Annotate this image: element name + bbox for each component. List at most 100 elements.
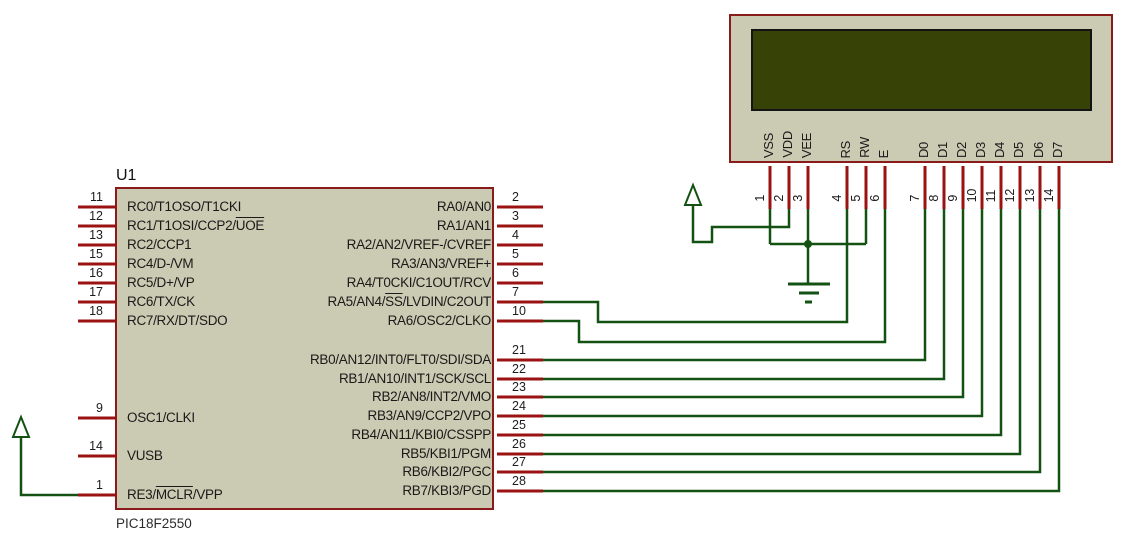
pin-label-re3-mclr: RE3/MCLR/VPP xyxy=(127,487,223,502)
lcd-screen[interactable] xyxy=(751,29,1092,111)
lcd-label-d1: D1 xyxy=(935,141,950,158)
lcd-pin-number-10[interactable]: 10 xyxy=(965,188,979,202)
pin-label-rb4: RB4/AN11/KBI0/CSSPP xyxy=(351,427,491,442)
pic-left-pin-stubs[interactable] xyxy=(78,205,117,497)
lcd-label-vss: VSS xyxy=(761,132,776,158)
lcd-label-vee: VEE xyxy=(799,132,814,158)
pin-number-2[interactable]: 2 xyxy=(512,190,519,204)
lcd-pin-number-12[interactable]: 12 xyxy=(1003,188,1017,202)
wire-d3[interactable] xyxy=(543,206,984,418)
pin-number-18[interactable]: 18 xyxy=(89,304,103,318)
pin-label-ra3: RA3/AN3/VREF+ xyxy=(390,256,491,271)
pin-number-12[interactable]: 12 xyxy=(89,209,103,223)
pin-number-15[interactable]: 15 xyxy=(89,247,103,261)
pin-label-rc0: RC0/T1OSO/T1CKI xyxy=(127,199,242,214)
lcd-pin-number-7[interactable]: 7 xyxy=(908,195,922,202)
power-symbol-vdd[interactable] xyxy=(683,182,791,244)
ground-net[interactable] xyxy=(768,208,868,304)
pin-number-14[interactable]: 14 xyxy=(89,439,103,453)
pin-number-17[interactable]: 17 xyxy=(89,285,103,299)
lcd-pin-number-2[interactable]: 2 xyxy=(772,195,786,202)
pic-mcu-body[interactable] xyxy=(115,187,494,510)
pic-part-number: PIC18F2550 xyxy=(116,516,192,531)
pin-number-13[interactable]: 13 xyxy=(89,228,103,242)
pin-label-rb7: RB7/KBI3/PGD xyxy=(402,483,491,498)
pin-label-rb3: RB3/AN9/CCP2/VPO xyxy=(367,408,492,423)
pin-label-rb6: RB6/KBI2/PGC xyxy=(402,464,491,479)
wire-ground xyxy=(768,208,868,284)
pin-number-21[interactable]: 21 xyxy=(512,343,526,357)
wire-d7[interactable] xyxy=(543,206,1061,493)
power-symbol-left[interactable] xyxy=(11,414,79,497)
wire-e[interactable] xyxy=(543,206,887,344)
lcd-pin-number-14[interactable]: 14 xyxy=(1042,188,1056,202)
wire-d2[interactable] xyxy=(543,206,965,399)
pin-number-10[interactable]: 10 xyxy=(512,304,526,318)
wire-vdd xyxy=(691,205,791,244)
pic-right-pin-stubs[interactable] xyxy=(497,205,543,493)
pin-number-7[interactable]: 7 xyxy=(512,285,519,299)
pic-reference: U1 xyxy=(116,167,137,184)
lcd-pin-number-1[interactable]: 1 xyxy=(753,195,767,202)
pin-number-25[interactable]: 25 xyxy=(512,418,526,432)
lcd-pin-number-11[interactable]: 11 xyxy=(984,189,998,202)
lcd-label-e: E xyxy=(876,149,891,158)
pin-label-ra1: RA1/AN1 xyxy=(436,218,491,233)
lcd-label-rw: RW xyxy=(857,137,872,158)
pin-label-rc1: RC1/T1OSI/CCP2/UOE xyxy=(127,218,265,233)
pin-number-3[interactable]: 3 xyxy=(512,209,519,223)
wire-d1[interactable] xyxy=(543,206,946,381)
lcd-pin-number-4[interactable]: 4 xyxy=(830,195,844,202)
pin-number-23[interactable]: 23 xyxy=(512,380,526,394)
pin-label-vusb: VUSB xyxy=(127,448,163,463)
wire-d6[interactable] xyxy=(543,206,1042,474)
pin-label-rc4: RC4/D-/VM xyxy=(127,256,194,271)
lcd-label-vdd: VDD xyxy=(780,131,795,158)
pin-label-rb1: RB1/AN10/INT1/SCK/SCL xyxy=(338,371,491,386)
lcd-pin-number-5[interactable]: 5 xyxy=(849,195,863,202)
pin-number-11[interactable]: 11 xyxy=(90,190,103,204)
pin-number-9[interactable]: 9 xyxy=(96,401,103,415)
pin-number-5[interactable]: 5 xyxy=(512,247,519,261)
lcd-label-rs: RS xyxy=(838,140,853,158)
pin-number-4[interactable]: 4 xyxy=(512,228,519,242)
pin-label-rc5: RC5/D+/VP xyxy=(127,275,195,290)
pin-label-ra6: RA6/OSC2/CLKO xyxy=(387,313,492,328)
lcd-label-d5: D5 xyxy=(1011,141,1026,158)
pin-label-ra5: RA5/AN4/SS/LVDIN/C2OUT xyxy=(327,294,492,309)
lcd-pin-number-3[interactable]: 3 xyxy=(791,195,805,202)
pin-number-1[interactable]: 1 xyxy=(96,478,103,492)
pin-label-rb0: RB0/AN12/INT0/FLT0/SDI/SDA xyxy=(309,352,491,367)
lcd-pin-number-6[interactable]: 6 xyxy=(868,195,882,202)
pin-label-rc7: RC7/RX/DT/SDO xyxy=(127,313,228,328)
pin-number-27[interactable]: 27 xyxy=(512,455,526,469)
lcd-label-d0: D0 xyxy=(916,141,931,158)
pin-number-28[interactable]: 28 xyxy=(512,474,526,488)
pin-label-ra0: RA0/AN0 xyxy=(436,199,491,214)
lcd-label-d6: D6 xyxy=(1031,141,1046,158)
pin-label-osc1: OSC1/CLKI xyxy=(127,410,195,425)
pin-number-22[interactable]: 22 xyxy=(512,362,526,376)
wire-d5[interactable] xyxy=(543,206,1022,456)
lcd-label-d7: D7 xyxy=(1050,141,1065,158)
wire-d0[interactable] xyxy=(543,206,927,362)
pin-number-6[interactable]: 6 xyxy=(512,266,519,280)
pin-number-24[interactable]: 24 xyxy=(512,399,526,413)
lcd-pin-number-8[interactable]: 8 xyxy=(927,195,941,202)
ground-symbol xyxy=(788,282,830,304)
lcd-pin-number-9[interactable]: 9 xyxy=(946,195,960,202)
wire-rs[interactable] xyxy=(543,206,849,324)
lcd-label-d2: D2 xyxy=(954,141,969,158)
lcd-pin-stubs[interactable] xyxy=(768,166,1061,209)
pin-label-rb5: RB5/KBI1/PGM xyxy=(400,446,491,461)
pin-label-rc6: RC6/TX/CK xyxy=(127,294,195,309)
pin-number-16[interactable]: 16 xyxy=(89,266,103,280)
lcd-label-d4: D4 xyxy=(992,141,1007,158)
junction-dot xyxy=(804,240,812,248)
wire-d4[interactable] xyxy=(543,206,1003,437)
pin-number-26[interactable]: 26 xyxy=(512,437,526,451)
pin-label-rb2: RB2/AN8/INT2/VMO xyxy=(372,389,491,404)
lcd-pin-number-13[interactable]: 13 xyxy=(1023,188,1037,202)
pin-label-ra2: RA2/AN2/VREF-/CVREF xyxy=(346,237,492,252)
